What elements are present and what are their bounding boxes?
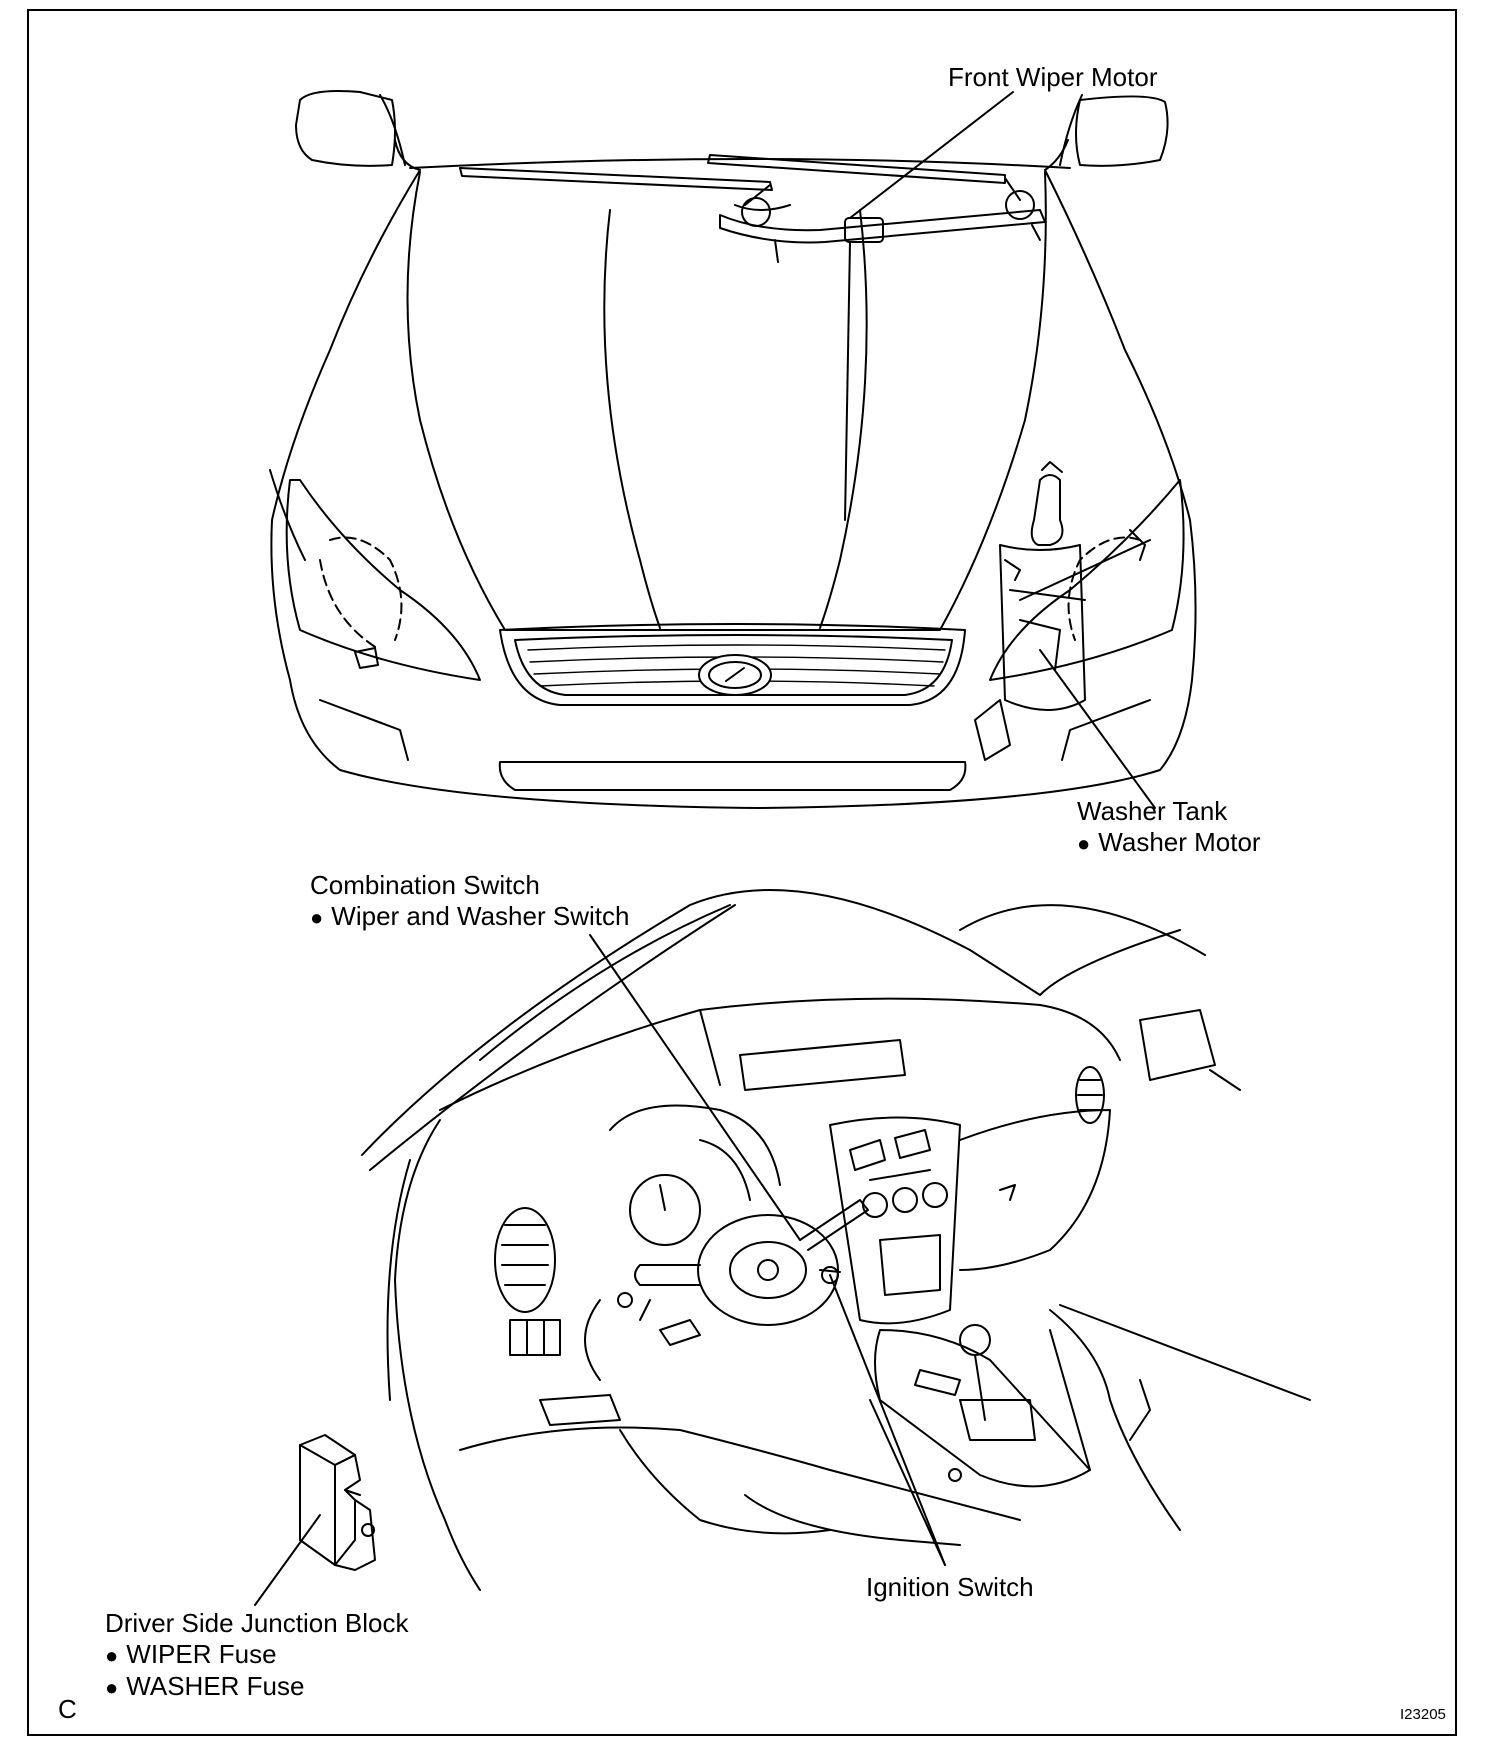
label-combination-switch-group: Combination Switch ● Wiper and Washer Swi… <box>310 870 629 933</box>
right-fog <box>1062 700 1150 760</box>
center-stack <box>830 1118 960 1324</box>
gauge-left <box>630 1175 700 1245</box>
label-ignition-switch: Ignition Switch <box>866 1572 1034 1602</box>
right-vent <box>1076 1067 1104 1123</box>
roof-line <box>370 905 735 1170</box>
label-wiper-fuse: WIPER Fuse <box>126 1639 277 1669</box>
light-stalk <box>635 1265 700 1285</box>
label-junction-block-group: Driver Side Junction Block ● WIPER Fuse ●… <box>105 1608 408 1703</box>
label-combination-switch: Combination Switch <box>310 870 540 900</box>
wiper-motor-body <box>845 218 883 242</box>
bullet-icon: ● <box>105 1643 119 1668</box>
left-headlight <box>287 480 480 680</box>
wiper-arm-right <box>1005 178 1020 200</box>
pedal-area <box>540 1395 620 1425</box>
wiper-arm-left <box>745 185 770 205</box>
driver-arm <box>1050 1310 1180 1530</box>
bullet-icon: ● <box>310 905 324 930</box>
right-headlight <box>990 480 1184 680</box>
grille-inner <box>515 635 952 695</box>
left-fender <box>271 140 1195 808</box>
console <box>875 1330 1090 1486</box>
center-screen <box>740 1040 905 1090</box>
figure-frame <box>27 9 1457 1736</box>
lower-intake <box>500 762 966 790</box>
junction-block <box>300 1435 375 1570</box>
left-fog <box>320 700 408 760</box>
label-wiper-fuse-row: ● WIPER Fuse <box>105 1639 408 1671</box>
hood-crease-right <box>820 210 867 628</box>
right-wiper-blade <box>708 155 1005 183</box>
door-frame <box>395 1120 480 1590</box>
left-vent <box>495 1208 555 1312</box>
left-headlight-inner <box>330 538 401 641</box>
right-mirror <box>1076 96 1168 165</box>
leader-washer-tank-2 <box>1020 540 1150 600</box>
lower-dash <box>460 1428 1020 1521</box>
right-mirror-int <box>1140 1010 1215 1080</box>
hood-outline <box>408 172 1046 630</box>
label-washer-tank-group: Washer Tank ● Washer Motor <box>1077 796 1261 859</box>
label-junction-block: Driver Side Junction Block <box>105 1608 409 1638</box>
hood-crease-left <box>604 210 660 628</box>
cluster-hood <box>610 1106 780 1186</box>
shift-knob <box>960 1325 990 1355</box>
label-front-wiper-motor: Front Wiper Motor <box>948 62 1158 92</box>
left-mirror <box>296 91 395 166</box>
interior-view <box>255 890 1310 1605</box>
left-headlight-inner2 <box>320 560 380 650</box>
bullet-icon: ● <box>1077 831 1091 856</box>
leader-ignition-switch-2 <box>870 1400 945 1565</box>
right-a-pillar <box>1060 95 1082 165</box>
leader-washer-tank <box>1040 650 1155 808</box>
left-a-pillar <box>380 95 405 165</box>
a-pillar-inner <box>480 905 730 1060</box>
label-washer-tank: Washer Tank <box>1077 796 1228 826</box>
cowl-line <box>410 159 1070 168</box>
leader-combination-switch <box>590 935 800 1240</box>
leader-ignition-switch <box>830 1275 945 1565</box>
steering-hub <box>698 1215 838 1325</box>
label-wiper-washer-switch-row: ● Wiper and Washer Switch <box>310 901 629 933</box>
grille-outer <box>500 624 965 705</box>
label-washer-motor-row: ● Washer Motor <box>1077 827 1261 859</box>
a-pillar-outer <box>362 890 970 1155</box>
hood-center <box>735 205 790 210</box>
label-washer-motor: Washer Motor <box>1098 827 1261 857</box>
label-wiper-washer-switch: Wiper and Washer Switch <box>331 901 630 931</box>
label-washer-fuse-row: ● WASHER Fuse <box>105 1671 408 1703</box>
bullet-icon: ● <box>105 1675 119 1700</box>
wiper-motor-line <box>845 242 850 520</box>
leader-front-wiper-motor <box>850 92 1013 218</box>
corner-mark: C <box>58 1694 77 1724</box>
car-front-view <box>270 91 1196 808</box>
leader-junction-block <box>255 1515 320 1605</box>
left-marker <box>355 648 378 668</box>
dash-top <box>440 999 1120 1110</box>
label-washer-fuse: WASHER Fuse <box>126 1671 305 1701</box>
left-wiper-blade <box>460 168 772 190</box>
washer-tank <box>975 462 1145 760</box>
figure-id: I23205 <box>1400 1706 1446 1723</box>
